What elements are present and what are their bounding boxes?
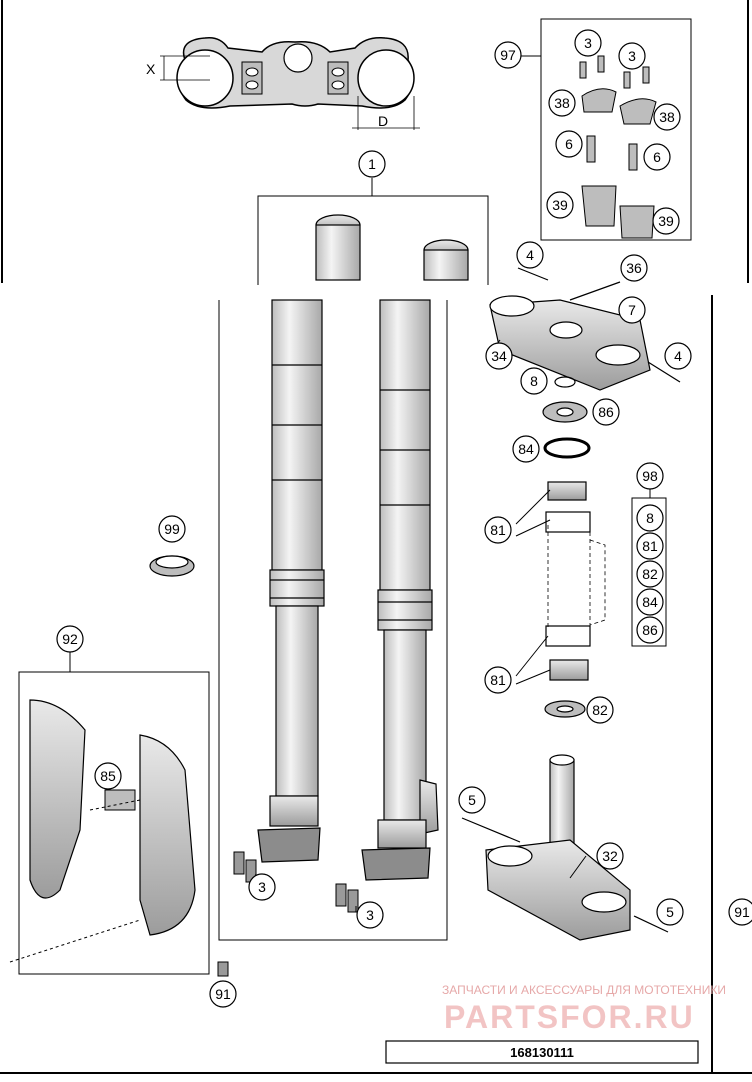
callout-4: 4 [516,241,544,269]
callout-85: 85 [94,762,122,790]
callout-3: 3 [618,42,646,70]
steering-bearing-kit-bracket [631,488,667,647]
kit-98-item-86: 86 [636,616,664,644]
callout-38: 38 [548,89,576,117]
svg-text:36: 36 [626,260,642,276]
callout-97: 97 [494,41,522,69]
kit-98-item-84: 84 [636,588,664,616]
svg-text:32: 32 [602,848,618,864]
callout-81: 81 [484,666,512,694]
callout-6: 6 [643,143,671,171]
svg-text:1: 1 [368,156,376,172]
svg-text:3: 3 [258,879,266,895]
bolt-91 [217,961,229,977]
svg-text:99: 99 [164,521,180,537]
callout-32: 32 [596,842,624,870]
upper-triple-clamp [489,267,681,391]
svg-text:4: 4 [674,348,682,364]
svg-text:81: 81 [490,672,506,688]
svg-text:81: 81 [642,538,658,554]
svg-text:6: 6 [565,136,573,152]
svg-text:39: 39 [658,213,674,229]
drawing-number: 168130111 [510,1045,574,1060]
callout-5: 5 [656,898,684,926]
handlebar-clamp-kit [521,18,692,241]
svg-text:5: 5 [468,792,476,808]
svg-text:6: 6 [653,149,661,165]
svg-text:84: 84 [642,594,658,610]
drawing-number-box: 168130111 [385,1040,699,1064]
callout-38: 38 [653,103,681,131]
svg-text:92: 92 [62,631,78,647]
svg-text:5: 5 [666,904,674,920]
callout-3: 3 [574,29,602,57]
callout-5: 5 [458,786,486,814]
callout-39: 39 [546,191,574,219]
svg-text:8: 8 [530,373,538,389]
watermark-brand: PARTSFOR.RU [444,999,695,1035]
axle-clamp-bolts [233,851,359,913]
svg-text:82: 82 [592,702,608,718]
callouts: 1 97 3 3 38 38 6 6 39 39 4 36 7 34 4 8 8… [56,29,752,1008]
svg-text:91: 91 [215,986,231,1002]
callout-4: 4 [664,342,692,370]
callout-36: 36 [620,254,648,282]
svg-text:38: 38 [659,109,675,125]
svg-text:3: 3 [584,35,592,51]
top-clamp-dimension-view: X D [146,36,420,130]
retaining-ring [149,555,195,577]
svg-text:3: 3 [366,907,374,923]
callout-86: 86 [592,398,620,426]
watermark: ЗАПЧАСТИ И АКСЕССУАРЫ ДЛЯ МОТОТЕХНИКИ PA… [442,983,726,1035]
watermark-tagline: ЗАПЧАСТИ И АКСЕССУАРЫ ДЛЯ МОТОТЕХНИКИ [442,983,726,997]
svg-text:38: 38 [554,95,570,111]
dimension-d-label: D [378,113,388,129]
fork-assembly-bracket [218,178,489,941]
svg-text:86: 86 [598,404,614,420]
callout-98: 98 [636,462,664,490]
svg-text:4: 4 [526,247,534,263]
callout-91: 91 [209,980,237,1008]
svg-text:82: 82 [642,566,658,582]
kit-98-item-82: 82 [636,560,664,588]
callout-82: 82 [586,696,614,724]
svg-text:8: 8 [646,510,654,526]
kit-98-item-81: 81 [636,532,664,560]
head-tube-outline [547,525,606,630]
bearing-seals [542,376,591,718]
svg-text:86: 86 [642,622,658,638]
svg-text:81: 81 [490,522,506,538]
svg-text:91: 91 [734,904,750,920]
callout-91: 91 [728,898,752,926]
callout-6: 6 [555,130,583,158]
callout-99: 99 [158,515,186,543]
callout-81: 81 [484,516,512,544]
callout-39: 39 [652,207,680,235]
svg-text:84: 84 [518,441,534,457]
svg-text:98: 98 [642,468,658,484]
svg-text:34: 34 [491,348,507,364]
svg-text:3: 3 [628,48,636,64]
callout-3: 3 [356,901,384,929]
svg-text:97: 97 [500,47,516,63]
callout-34: 34 [485,342,513,370]
svg-text:85: 85 [100,768,116,784]
left-fork-leg [257,214,361,863]
callout-92: 92 [56,625,84,653]
callout-84: 84 [512,435,540,463]
fork-guard-kit [9,652,210,975]
svg-text:39: 39 [552,197,568,213]
lower-triple-clamp [461,754,669,941]
dimension-x-label: X [146,61,156,77]
right-fork-leg [361,239,469,881]
callout-1: 1 [358,150,386,178]
callout-3: 3 [248,873,276,901]
svg-text:7: 7 [628,302,636,318]
callout-7: 7 [618,296,646,324]
callout-8: 8 [520,367,548,395]
kit-98-item-8: 8 [636,504,664,532]
